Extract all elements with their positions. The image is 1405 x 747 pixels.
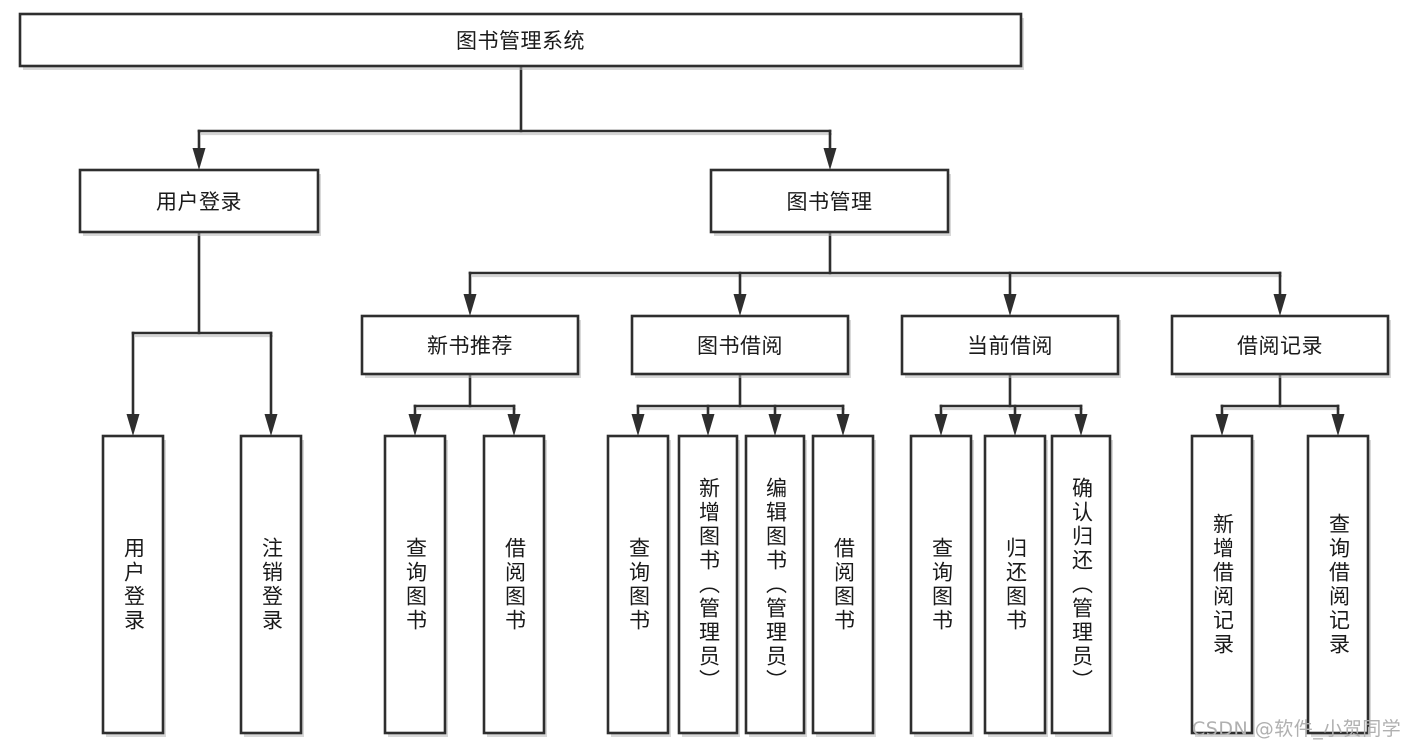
node-box-leaf-add-record[interactable] xyxy=(1190,434,1254,735)
arrow-head-icon xyxy=(1003,294,1017,316)
node-box-leaf-return-book[interactable] xyxy=(983,434,1047,735)
arrow-head-icon xyxy=(408,414,422,436)
arrow-head-icon xyxy=(836,414,850,436)
arrow-head-icon xyxy=(1331,414,1345,436)
arrow-head-icon xyxy=(192,148,206,170)
arrow-head-icon xyxy=(507,414,521,436)
connector-layer xyxy=(126,64,1345,436)
connector-group xyxy=(934,372,1088,436)
node-box-leaf-logout[interactable] xyxy=(239,434,303,735)
node-box-current-borrow[interactable] xyxy=(900,314,1120,376)
node-box-leaf-confirm-return[interactable] xyxy=(1050,434,1112,735)
node-box-root[interactable] xyxy=(18,12,1023,68)
watermark-text: CSDN @软件_小贺同学 xyxy=(1192,718,1402,740)
connector-group xyxy=(631,372,850,436)
node-box-leaf-edit-book[interactable] xyxy=(744,434,806,735)
arrow-head-icon xyxy=(1215,414,1229,436)
node-box-book-manage[interactable] xyxy=(709,168,950,234)
node-box-leaf-borrow-book-2[interactable] xyxy=(811,434,875,735)
arrow-head-icon xyxy=(126,414,140,436)
arrow-head-icon xyxy=(823,148,837,170)
node-box-leaf-query-book-1[interactable] xyxy=(383,434,447,735)
node-layer xyxy=(18,12,1391,737)
node-box-book-borrow[interactable] xyxy=(630,314,850,376)
arrow-head-icon xyxy=(1273,294,1287,316)
node-box-new-book-rec[interactable] xyxy=(360,314,580,376)
arrow-head-icon xyxy=(733,294,747,316)
node-box-leaf-borrow-book-1[interactable] xyxy=(482,434,546,735)
connector-group xyxy=(192,64,837,170)
arrow-head-icon xyxy=(1008,414,1022,436)
arrow-head-icon xyxy=(1074,414,1088,436)
node-box-leaf-query-book-2[interactable] xyxy=(606,434,670,735)
connector-group xyxy=(1215,372,1345,436)
arrow-head-icon xyxy=(701,414,715,436)
node-box-user-login[interactable] xyxy=(78,168,320,234)
node-box-leaf-query-book-3[interactable] xyxy=(909,434,973,735)
arrow-head-icon xyxy=(463,294,477,316)
node-box-borrow-record[interactable] xyxy=(1170,314,1390,376)
node-box-leaf-user-login[interactable] xyxy=(101,434,165,735)
arrow-head-icon xyxy=(768,414,782,436)
node-box-leaf-add-book[interactable] xyxy=(677,434,739,735)
arrow-head-icon xyxy=(264,414,278,436)
arrow-head-icon xyxy=(934,414,948,436)
connector-group xyxy=(408,372,521,436)
connector-group xyxy=(463,230,1287,316)
node-box-leaf-query-record[interactable] xyxy=(1306,434,1370,735)
connector-group xyxy=(126,230,278,436)
arrow-head-icon xyxy=(631,414,645,436)
